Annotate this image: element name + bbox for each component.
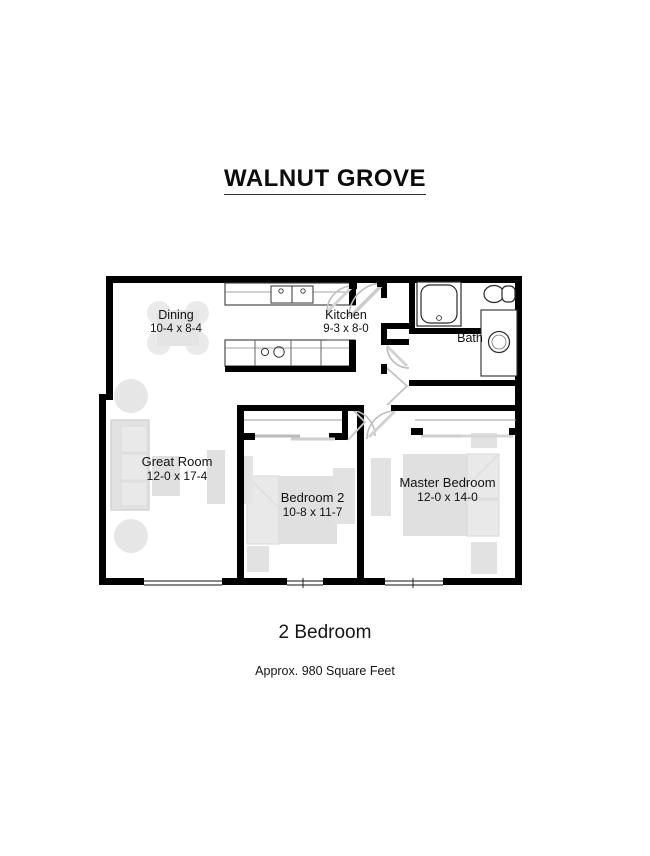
wall-tub-alcove <box>409 328 495 334</box>
coffee-table <box>152 456 180 496</box>
wall-hall-spur2 <box>381 339 409 345</box>
toilet <box>483 284 516 304</box>
kitchen-cooktop <box>260 346 285 358</box>
door-jambs <box>347 280 405 411</box>
window-bottom <box>144 578 443 588</box>
dresser-master <box>371 458 391 516</box>
wall-bottom-seg <box>443 578 522 585</box>
wall-closet-stub-right <box>329 433 347 440</box>
wall-closet-east <box>341 405 348 440</box>
wall-bottom-seg <box>323 578 385 585</box>
kitchen-counters <box>224 282 356 372</box>
closet-master <box>411 411 519 438</box>
plan-footer-headline: 2 Bedroom <box>278 622 372 643</box>
closet-bedroom2 <box>244 411 342 441</box>
sofa <box>110 419 150 511</box>
vanity-sink <box>480 309 518 377</box>
wall-bath-south <box>409 380 522 386</box>
bathtub <box>416 281 462 327</box>
wall-hall-lower-left <box>381 323 387 345</box>
counter-base <box>225 366 355 372</box>
wall-between-bedrooms <box>357 405 364 585</box>
door-arc-master <box>366 410 396 440</box>
side-table <box>114 519 148 553</box>
wall-master-closet-stub <box>403 405 415 411</box>
wall-top <box>106 276 522 283</box>
door-arc-hall-a <box>326 285 354 313</box>
floor-plan-svg <box>99 276 522 588</box>
dining-table <box>147 301 209 355</box>
plan-title-container: WALNUT GROVE <box>0 166 650 196</box>
doors <box>325 282 410 441</box>
lower-cabinets <box>224 339 356 367</box>
wall-bath-west <box>409 276 415 328</box>
wall-bedroom2-north <box>237 405 347 411</box>
bath-fixtures <box>416 281 518 377</box>
nightstand-master <box>471 542 497 574</box>
media-console <box>207 450 225 504</box>
door-arc-bath <box>386 345 410 369</box>
plan-footer-subtext: Approx. 980 Square Feet <box>255 664 395 678</box>
kitchen-wall-stub <box>349 340 356 372</box>
kitchen-wall-stub <box>349 283 356 305</box>
wall-left-upper <box>106 276 113 397</box>
floor-plan-drawing: Dining 10-4 x 8-4 Kitchen 9-3 x 8-0 Bath… <box>95 268 530 593</box>
wall-bedroom2-west <box>237 405 244 585</box>
furniture-layer <box>110 301 500 574</box>
interior-walls <box>237 276 522 585</box>
page-title: WALNUT GROVE <box>224 166 426 196</box>
wall-bottom-left <box>99 578 144 585</box>
wall-master-closet-top <box>409 405 522 411</box>
side-table <box>114 379 148 413</box>
kitchen-double-sink <box>270 285 314 304</box>
wall-bottom-seg <box>222 578 287 585</box>
wall-hall-spur <box>381 323 409 329</box>
bed-master <box>403 453 500 537</box>
wall-left-lower <box>99 394 106 585</box>
dresser-bedroom2 <box>333 468 355 524</box>
bed-bedroom2 <box>239 456 337 572</box>
wall-closet-stub-left <box>237 433 255 440</box>
hall-connector-a <box>386 367 409 406</box>
